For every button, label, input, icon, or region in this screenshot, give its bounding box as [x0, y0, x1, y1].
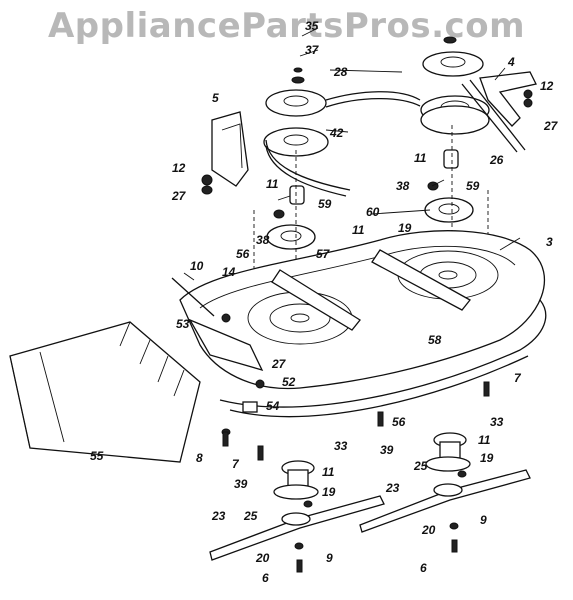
callout-14: 14: [222, 265, 236, 279]
callout-38b: 38: [396, 179, 410, 193]
discharge-chute: [9, 321, 201, 463]
callout-19c: 19: [322, 485, 336, 499]
callout-9: 9: [480, 513, 487, 527]
callout-27c: 27: [271, 357, 287, 371]
callout-55: 55: [90, 449, 104, 463]
callout-39: 39: [234, 477, 248, 491]
callout-11: 11: [266, 177, 279, 191]
callout-8: 8: [196, 451, 203, 465]
callout-25b: 25: [243, 509, 258, 523]
callout-19b: 19: [480, 451, 494, 465]
callout-12b: 12: [172, 161, 186, 175]
callout-53: 53: [176, 317, 190, 331]
callout-12: 12: [540, 79, 554, 93]
callout-10: 10: [190, 259, 204, 273]
blades-spindles: [209, 432, 531, 573]
callout-27: 27: [543, 119, 559, 133]
callout-11d: 11: [322, 465, 335, 479]
callout-38: 38: [256, 233, 270, 247]
callout-37: 37: [305, 43, 320, 57]
callout-23b: 23: [211, 509, 226, 523]
callout-42: 42: [329, 126, 344, 140]
callout-60: 60: [366, 205, 380, 219]
callout-27b: 27: [171, 189, 187, 203]
callout-56: 56: [236, 247, 250, 261]
callout-23: 23: [385, 481, 400, 495]
callout-54: 54: [266, 399, 280, 413]
callout-25: 25: [413, 459, 428, 473]
callout-59b: 59: [466, 179, 480, 193]
callout-9b: 9: [326, 551, 333, 565]
callout-58: 58: [428, 333, 442, 347]
callout-labels: 35 37 28 42 4 12 27 5 12 27 26 11 59 38 …: [90, 19, 559, 585]
leader-lines: [183, 27, 521, 281]
callout-33: 33: [334, 439, 348, 453]
callout-52: 52: [282, 375, 296, 389]
callout-5: 5: [212, 91, 219, 105]
callout-20: 20: [421, 523, 436, 537]
callout-11e: 11: [478, 433, 491, 447]
callout-26: 26: [489, 153, 504, 167]
callout-11b: 11: [414, 151, 427, 165]
callout-3: 3: [546, 235, 553, 249]
callout-57: 57: [316, 247, 331, 261]
callout-7: 7: [514, 371, 522, 385]
callout-59: 59: [318, 197, 332, 211]
callout-56b: 56: [392, 415, 406, 429]
deck-housing: [171, 230, 547, 461]
callout-39b: 39: [380, 443, 394, 457]
pulley-belt-assembly: [201, 36, 537, 197]
callout-28: 28: [333, 65, 348, 79]
callout-20b: 20: [255, 551, 270, 565]
callout-19: 19: [398, 221, 412, 235]
callout-4: 4: [507, 55, 515, 69]
spindle-hardware: [253, 125, 489, 330]
callout-11c: 11: [352, 223, 365, 237]
callout-33b: 33: [490, 415, 504, 429]
callout-35: 35: [305, 19, 319, 33]
callout-6: 6: [420, 561, 427, 575]
callout-6b: 6: [262, 571, 269, 585]
callout-7b: 7: [232, 457, 240, 471]
